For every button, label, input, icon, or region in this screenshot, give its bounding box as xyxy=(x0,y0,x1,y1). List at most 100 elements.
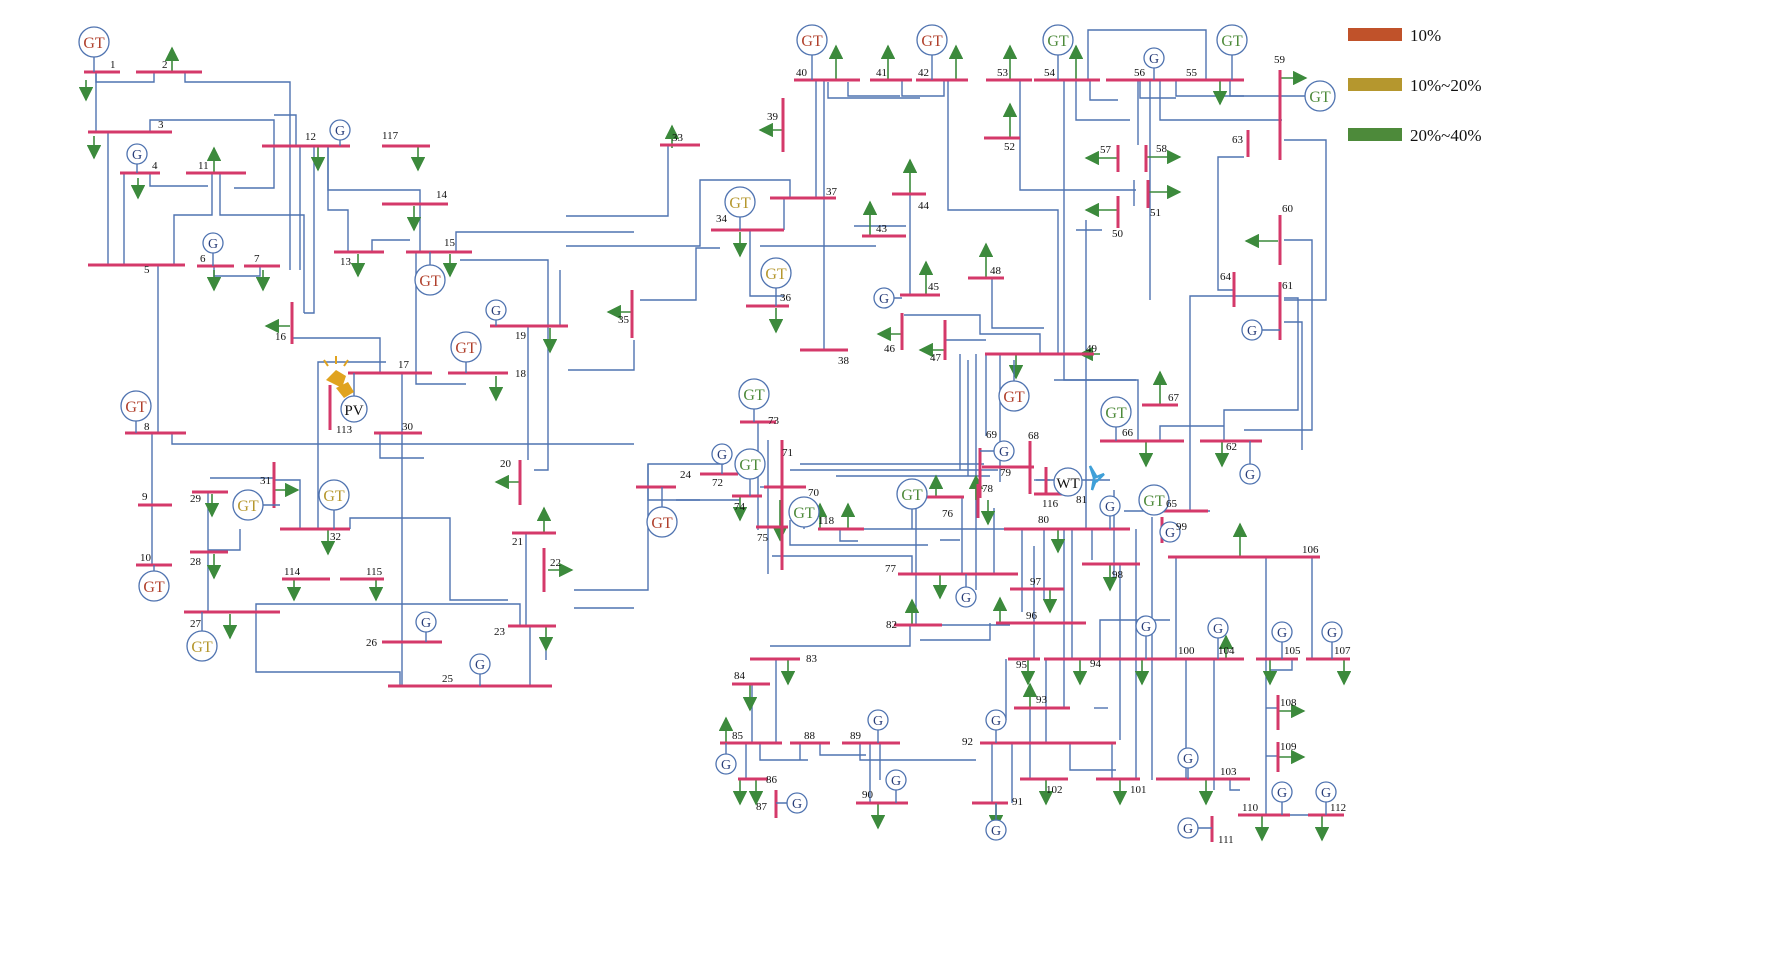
bus-label-109: 109 xyxy=(1280,741,1297,753)
line-21 xyxy=(415,252,466,385)
bus-label-18: 18 xyxy=(515,368,527,380)
line-97 xyxy=(789,520,928,546)
line-46 xyxy=(640,247,720,301)
svg-text:GT: GT xyxy=(125,399,147,416)
svg-text:G: G xyxy=(879,292,889,307)
svg-text:G: G xyxy=(1247,324,1257,339)
bus-label-39: 39 xyxy=(767,111,779,123)
bus-label-80: 80 xyxy=(1038,514,1050,526)
svg-text:GT: GT xyxy=(1221,33,1243,50)
svg-text:G: G xyxy=(991,714,1001,729)
svg-text:G: G xyxy=(999,445,1009,460)
bus-label-51: 51 xyxy=(1150,207,1161,219)
bus-label-27: 27 xyxy=(190,618,202,630)
legend-item-3: 20%~40% xyxy=(1348,126,1482,145)
bus-label-24: 24 xyxy=(680,469,692,481)
svg-text:10%: 10% xyxy=(1410,26,1441,45)
line-24 xyxy=(292,337,381,373)
generator-icon-36: G xyxy=(1099,495,1121,529)
bus-label-64: 64 xyxy=(1220,271,1232,283)
generator-icon-33: G xyxy=(980,440,1015,462)
line-69 xyxy=(1175,80,1244,97)
generator-icon-32: G xyxy=(873,287,902,309)
bus-label-69: 69 xyxy=(986,429,998,441)
svg-text:GT: GT xyxy=(739,457,761,474)
bus-label-114: 114 xyxy=(284,566,301,578)
bus-label-90: 90 xyxy=(862,789,874,801)
svg-text:GT: GT xyxy=(323,488,345,505)
bus-label-62: 62 xyxy=(1226,441,1237,453)
svg-text:G: G xyxy=(961,591,971,606)
gas-turbine-icon-6: GT xyxy=(646,487,678,538)
bus-label-59: 59 xyxy=(1274,54,1286,66)
gas-turbine-icon-19: GT xyxy=(734,448,766,496)
line-73 xyxy=(1284,139,1327,301)
line-14 xyxy=(274,114,297,146)
bus-label-14: 14 xyxy=(436,189,448,201)
bus-label-15: 15 xyxy=(444,237,456,249)
bus-label-94: 94 xyxy=(1090,658,1102,670)
bus-label-66: 66 xyxy=(1122,427,1134,439)
generator-icon-45: G xyxy=(715,743,737,775)
generator-icon-43: G xyxy=(867,709,889,743)
svg-text:G: G xyxy=(1141,620,1151,635)
line-110 xyxy=(1099,619,1170,659)
line-98 xyxy=(839,529,858,542)
generator-icon-51: G xyxy=(1271,781,1293,815)
bus-label-40: 40 xyxy=(796,67,808,79)
svg-text:GT: GT xyxy=(651,515,673,532)
bus-label-95: 95 xyxy=(1016,659,1028,671)
line-136 xyxy=(819,743,866,756)
line-27 xyxy=(379,433,424,459)
gas-turbine-icon-14: GT xyxy=(760,257,792,306)
bus-label-53: 53 xyxy=(997,67,1009,79)
line-64 xyxy=(1089,80,1118,101)
line-125 xyxy=(920,623,991,641)
bus-label-13: 13 xyxy=(340,256,352,268)
line-16 xyxy=(327,146,349,252)
line-68 xyxy=(1159,80,1282,121)
svg-text:G: G xyxy=(991,824,1001,839)
line-53 xyxy=(847,82,900,97)
line-61 xyxy=(1019,80,1136,191)
svg-text:G: G xyxy=(475,658,485,673)
gas-turbine-icon-13: GT xyxy=(724,186,756,230)
svg-text:GT: GT xyxy=(801,33,823,50)
bus-label-44: 44 xyxy=(918,200,930,212)
wind-turbine-icon: WT xyxy=(1053,465,1105,497)
svg-text:GT: GT xyxy=(455,340,477,357)
gas-turbine-icon-12: GT xyxy=(186,612,218,662)
bus-label-97: 97 xyxy=(1030,576,1042,588)
bus-label-103: 103 xyxy=(1220,766,1237,778)
gas-turbine-icon-2: GT xyxy=(120,390,152,433)
legend: 10%10%~20%20%~40% xyxy=(1348,26,1482,145)
gas-turbine-icon-7: GT xyxy=(796,24,828,80)
bus-label-10: 10 xyxy=(140,552,152,564)
svg-text:G: G xyxy=(491,304,501,319)
bus-label-81: 81 xyxy=(1076,494,1087,506)
line-60 xyxy=(991,278,1044,329)
svg-text:G: G xyxy=(421,616,431,631)
bus-label-8: 8 xyxy=(144,421,150,433)
bus-label-17: 17 xyxy=(398,359,410,371)
gas-turbine-icon-18: GT xyxy=(738,378,770,422)
generator-icon-47: G xyxy=(885,769,907,803)
bus-label-100: 100 xyxy=(1178,645,1195,657)
line-138 xyxy=(770,625,911,647)
gas-turbine-icon-3: GT xyxy=(138,565,170,602)
svg-text:G: G xyxy=(1277,786,1287,801)
generator-icon-41: G xyxy=(1271,621,1293,659)
line-71 xyxy=(1229,80,1282,97)
bus-label-78: 78 xyxy=(982,483,994,495)
svg-text:G: G xyxy=(873,714,883,729)
bus-label-116: 116 xyxy=(1042,498,1059,510)
bus-label-118: 118 xyxy=(818,515,835,527)
bus-label-105: 105 xyxy=(1284,645,1301,657)
legend-item-1: 10% xyxy=(1348,26,1441,45)
bus-label-28: 28 xyxy=(190,556,202,568)
bus-label-107: 107 xyxy=(1334,645,1351,657)
bus-label-49: 49 xyxy=(1086,343,1098,355)
svg-text:G: G xyxy=(1149,52,1159,67)
bus-label-115: 115 xyxy=(366,566,383,578)
bus-label-48: 48 xyxy=(990,265,1002,277)
